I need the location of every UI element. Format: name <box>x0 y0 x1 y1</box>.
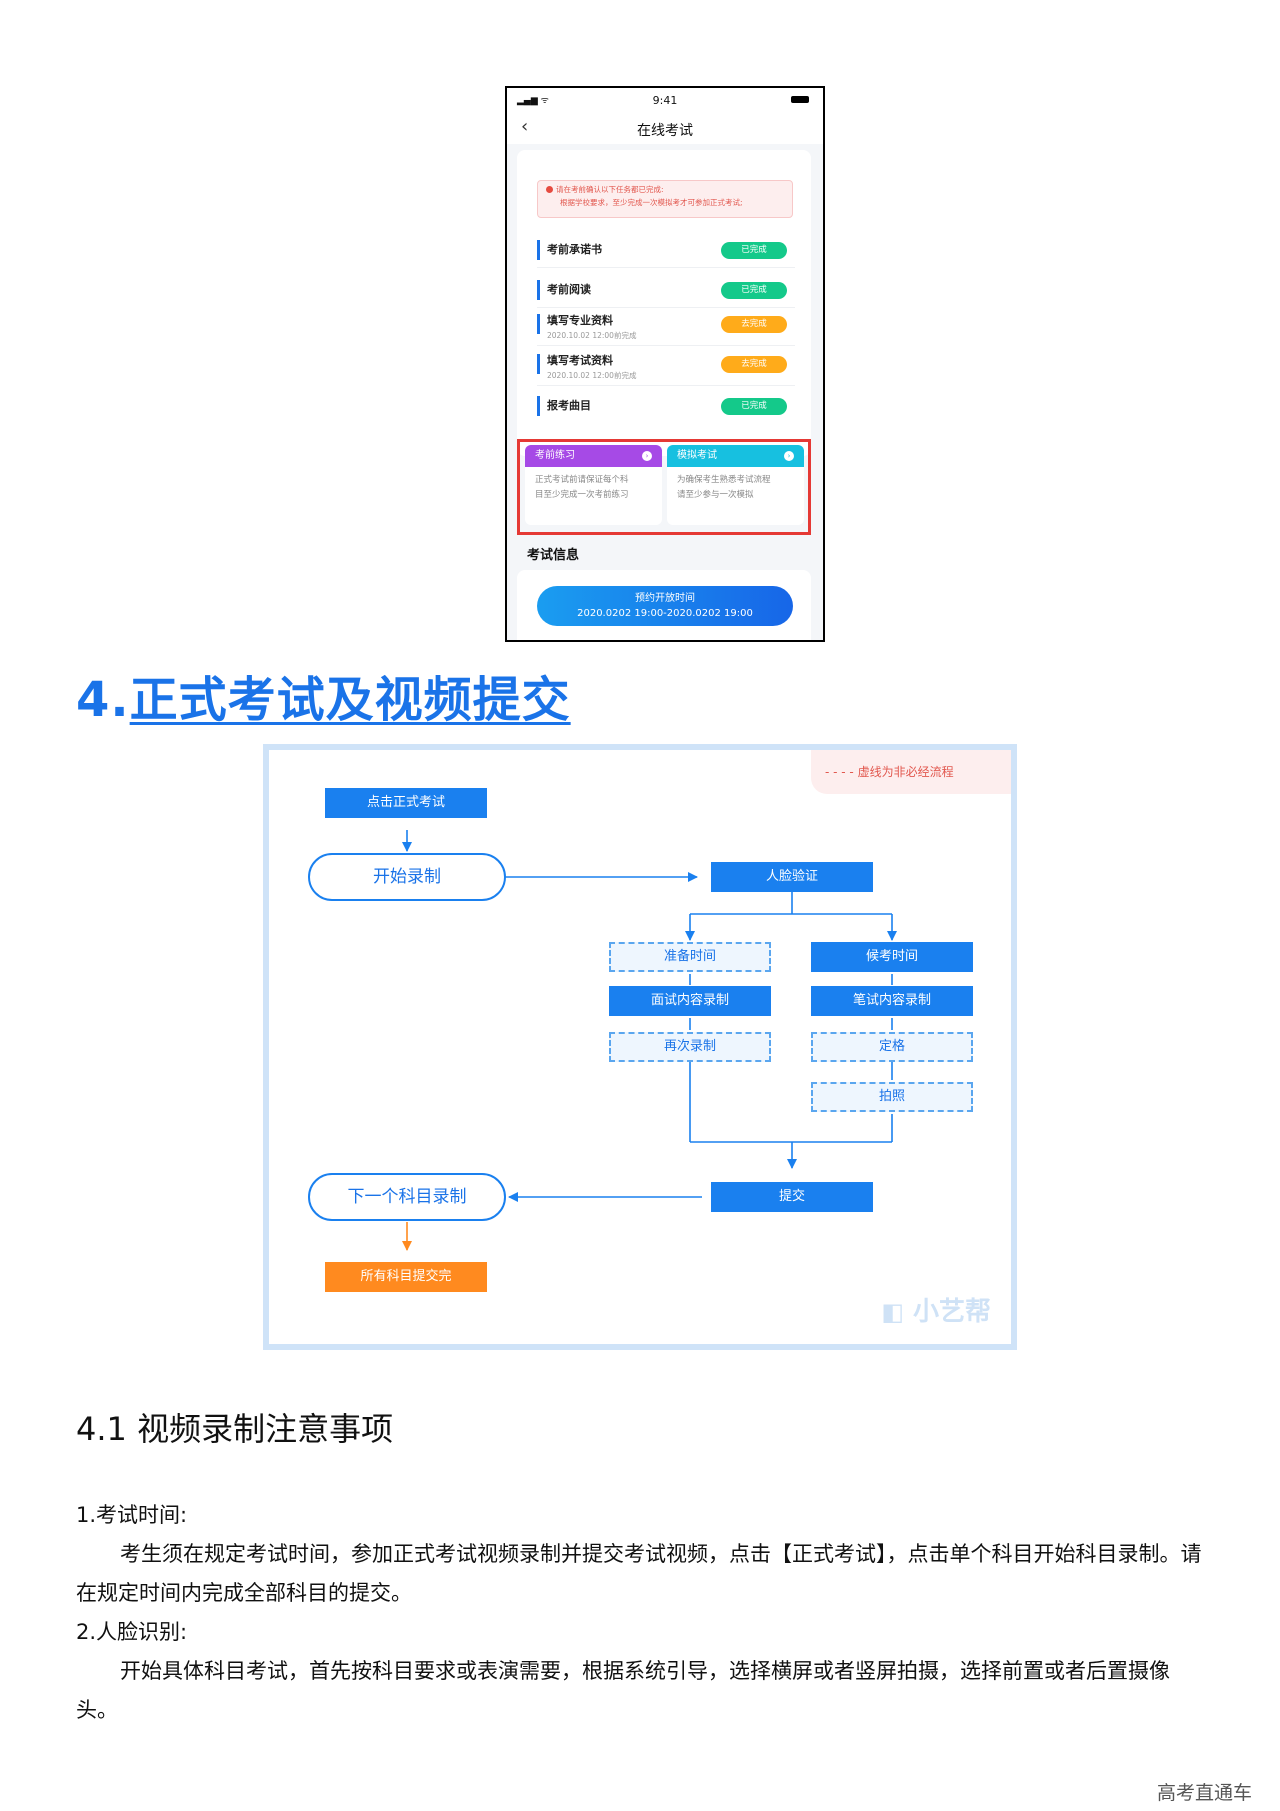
task-status-badge[interactable]: 去完成 <box>721 316 787 333</box>
subsection-title: 4.1 视频录制注意事项 <box>76 1410 394 1448</box>
mock-card-header: 模拟考试 › <box>667 445 804 467</box>
practice-desc-line: 目至少完成一次考前练习 <box>535 490 629 500</box>
start-recording-node: 开始录制 <box>308 853 506 901</box>
status-time: 9:41 <box>652 94 678 107</box>
start-exam-node: 点击正式考试 <box>325 788 487 818</box>
mock-desc: 为确保考生熟悉考试流程 请至少参与一次模拟 <box>667 467 804 509</box>
notice-box: 请在考前确认以下任务都已完成: 根据学校要求，至少完成一次模拟考才可参加正式考试… <box>537 180 793 218</box>
task-name: 填写考试资料 <box>547 354 613 367</box>
flowchart: - - - - 虚线为非必经流程 <box>263 744 1017 1350</box>
task-marker <box>537 280 540 300</box>
booking-label: 预约开放时间 <box>635 593 695 604</box>
divider <box>537 267 795 268</box>
wait-time-node: 候考时间 <box>811 942 973 972</box>
item-2-title: 2.人脸识别: <box>76 1620 188 1644</box>
chevron-right-icon: › <box>784 451 794 461</box>
prep-time-node: 准备时间 <box>609 942 771 972</box>
task-marker <box>537 354 540 374</box>
signal-icon: ▂▄▆ ᯤ <box>517 96 549 106</box>
divider <box>537 345 795 346</box>
status-bar: ▂▄▆ ᯤ 9:41 <box>507 88 823 112</box>
exam-info-title: 考试信息 <box>527 548 580 563</box>
back-arrow-icon[interactable]: ‹ <box>521 116 529 137</box>
task-name: 报考曲目 <box>547 399 591 412</box>
mock-desc-line: 为确保考生熟悉考试流程 <box>677 475 771 485</box>
item-1-body: 考生须在规定考试时间，参加正式考试视频录制并提交考试视频，点击【正式考试】，点击… <box>76 1542 1202 1605</box>
section-title[interactable]: 正式考试及视频提交 <box>129 672 571 728</box>
task-row[interactable]: 考前阅读 已完成 <box>537 274 795 308</box>
nav-bar: ‹ 在线考试 <box>507 112 823 144</box>
divider <box>537 307 795 308</box>
rerecord-node: 再次录制 <box>609 1032 771 1062</box>
phone-screenshot: ▂▄▆ ᯤ 9:41 ‹ 在线考试 请在考前确认以下任务都已完成: 根据学校要求… <box>505 86 825 642</box>
footer-watermark: 高考直通车 <box>1156 1782 1252 1804</box>
notice-line-1: 请在考前确认以下任务都已完成: <box>556 185 664 194</box>
task-marker <box>537 396 540 416</box>
mock-title: 模拟考试 <box>677 450 717 461</box>
task-status-badge[interactable]: 已完成 <box>721 282 787 299</box>
mock-exam-card[interactable]: 模拟考试 › 为确保考生熟悉考试流程 请至少参与一次模拟 <box>667 445 804 525</box>
practice-desc: 正式考试前请保证每个科 目至少完成一次考前练习 <box>525 467 662 509</box>
section-heading: 4.正式考试及视频提交 <box>76 660 571 730</box>
task-name: 填写专业资料 <box>547 314 613 327</box>
task-status-badge[interactable]: 已完成 <box>721 242 787 259</box>
highlight-box <box>517 439 811 535</box>
interview-record-node: 面试内容录制 <box>609 986 771 1016</box>
task-status-badge[interactable]: 已完成 <box>721 398 787 415</box>
section-number: 4. <box>76 672 130 728</box>
all-submitted-node: 所有科目提交完 <box>325 1262 487 1292</box>
next-subject-node: 下一个科目录制 <box>308 1173 506 1221</box>
practice-card[interactable]: 考前练习 › 正式考试前请保证每个科 目至少完成一次考前练习 <box>525 445 662 525</box>
written-record-node: 笔试内容录制 <box>811 986 973 1016</box>
booking-time: 2020.0202 19:00-2020.0202 19:00 <box>577 608 753 619</box>
task-row[interactable]: 填写考试资料 2020.10.02 12:00前完成 去完成 <box>537 348 795 386</box>
practice-desc-line: 正式考试前请保证每个科 <box>535 475 629 485</box>
watermark-logo: ◧ 小艺帮 <box>881 1297 991 1327</box>
task-status-badge[interactable]: 去完成 <box>721 356 787 373</box>
flow-connectors <box>402 830 897 1251</box>
alert-icon <box>546 186 553 193</box>
task-deadline: 2020.10.02 12:00前完成 <box>547 371 637 380</box>
task-name: 考前阅读 <box>547 283 591 296</box>
item-1-title: 1.考试时间: <box>76 1503 188 1527</box>
booking-button[interactable]: 预约开放时间 2020.0202 19:00-2020.0202 19:00 <box>537 586 793 626</box>
task-name: 考前承诺书 <box>547 243 602 256</box>
divider <box>537 385 795 386</box>
face-verify-node: 人脸验证 <box>711 862 873 892</box>
task-marker <box>537 314 540 334</box>
task-row[interactable]: 报考曲目 已完成 <box>537 390 795 424</box>
nav-title: 在线考试 <box>637 123 693 139</box>
flow-legend: - - - - 虚线为非必经流程 <box>811 750 1011 794</box>
notice-line-2: 根据学校要求，至少完成一次模拟考才可参加正式考试; <box>560 198 743 207</box>
battery-icon <box>791 96 809 103</box>
watermark-text: 小艺帮 <box>912 1297 991 1327</box>
task-deadline: 2020.10.02 12:00前完成 <box>547 331 637 340</box>
practice-card-header: 考前练习 › <box>525 445 662 467</box>
task-row[interactable]: 考前承诺书 已完成 <box>537 234 795 268</box>
task-row[interactable]: 填写专业资料 2020.10.02 12:00前完成 去完成 <box>537 308 795 346</box>
practice-title: 考前练习 <box>535 450 575 461</box>
submit-node: 提交 <box>711 1182 873 1212</box>
photo-node: 拍照 <box>811 1082 973 1112</box>
task-marker <box>537 240 540 260</box>
chevron-right-icon: › <box>642 451 652 461</box>
freeze-node: 定格 <box>811 1032 973 1062</box>
mock-desc-line: 请至少参与一次模拟 <box>677 490 754 500</box>
item-2-body: 开始具体科目考试，首先按科目要求或表演需要，根据系统引导，选择横屏或者竖屏拍摄，… <box>76 1659 1170 1722</box>
